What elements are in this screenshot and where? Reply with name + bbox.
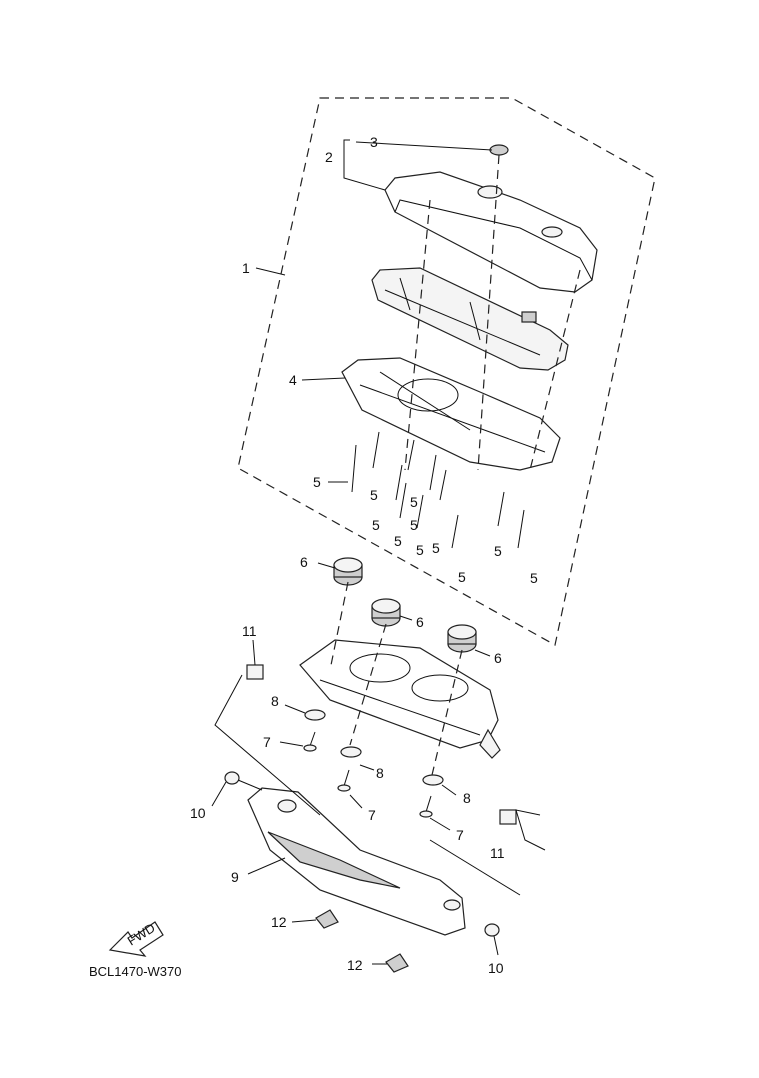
callout-5f: 5 [410, 517, 418, 533]
callout-7c: 7 [456, 827, 464, 843]
callout-2: 2 [325, 149, 333, 165]
callout-5d: 5 [394, 533, 402, 549]
callout-7a: 7 [263, 734, 271, 750]
diagram-code: BCL1470-W370 [89, 964, 182, 979]
callout-6b: 6 [416, 614, 424, 630]
callout-5k: 5 [530, 570, 538, 586]
callout-5a: 5 [313, 474, 321, 490]
lower-cover [247, 787, 466, 936]
meter-case [341, 357, 561, 471]
callout-5c: 5 [372, 517, 380, 533]
fwd-arrow-icon: FWD [108, 920, 164, 957]
callout-10a: 10 [190, 805, 206, 821]
dampers [333, 557, 477, 653]
callout-12b: 12 [347, 957, 363, 973]
bolts-7 [303, 731, 433, 818]
callout-12a: 12 [271, 914, 287, 930]
callout-3: 3 [370, 134, 378, 150]
leader-lines [211, 139, 546, 965]
callout-8a: 8 [271, 693, 279, 709]
callout-4: 4 [289, 372, 297, 388]
meter-bracket [299, 639, 501, 759]
callout-8c: 8 [463, 790, 471, 806]
callout-8b: 8 [376, 765, 384, 781]
callout-5g: 5 [416, 542, 424, 558]
callout-10b: 10 [488, 960, 504, 976]
callout-1: 1 [242, 260, 250, 276]
callout-7b: 7 [368, 807, 376, 823]
callout-labels: 3 2 1 4 5 5 5 5 5 5 5 5 5 5 5 6 6 6 11 1… [190, 134, 538, 976]
callout-6a: 6 [300, 554, 308, 570]
callout-5h: 5 [432, 540, 440, 556]
grommet-small [489, 144, 509, 156]
callout-5j: 5 [494, 543, 502, 559]
bolts-10 [224, 771, 500, 937]
callout-11b: 11 [490, 845, 505, 861]
alignment-lines [329, 154, 581, 776]
callout-6c: 6 [494, 650, 502, 666]
callout-5b: 5 [370, 487, 378, 503]
callout-9: 9 [231, 869, 239, 885]
screws [351, 431, 525, 549]
clips-12 [315, 909, 409, 973]
callout-11a: 11 [242, 623, 257, 639]
callout-5e: 5 [410, 494, 418, 510]
callout-5i: 5 [458, 569, 466, 585]
washers-8 [304, 709, 444, 786]
